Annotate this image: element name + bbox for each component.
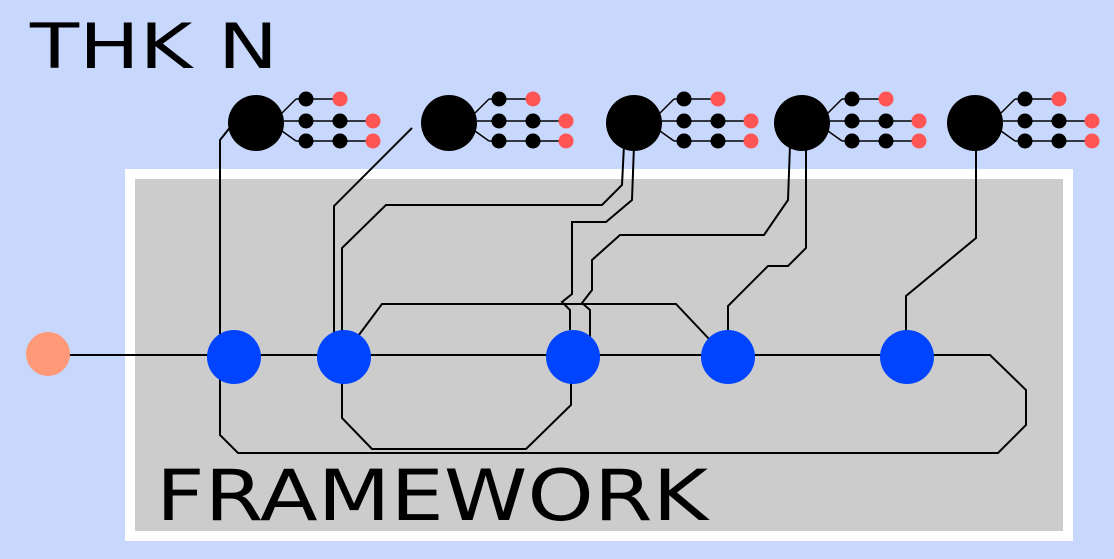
hub-dot — [491, 113, 507, 129]
wire-hub-4-b — [727, 145, 807, 355]
bus-node-1 — [207, 330, 261, 384]
hub-circle — [774, 95, 830, 151]
hub-connector — [827, 130, 843, 142]
hub-dot — [878, 133, 894, 149]
hub-connector — [281, 98, 297, 114]
diagram-title: THK N — [29, 10, 278, 83]
hub-connector — [474, 98, 490, 114]
hub-connector — [827, 98, 843, 114]
bus-node-3 — [546, 330, 600, 384]
hub-circle — [947, 95, 1003, 151]
hub-5 — [947, 91, 1100, 151]
hub-output-dot — [365, 133, 381, 149]
wire-hub-3-a — [341, 144, 625, 355]
hub-output-dot — [911, 113, 927, 129]
hub-connector — [1000, 98, 1016, 114]
hub-dot — [676, 91, 692, 107]
hub-dot — [1017, 91, 1033, 107]
hub-output-dot — [743, 133, 759, 149]
bus-node-4 — [701, 330, 755, 384]
wire-hub-5 — [905, 125, 977, 355]
bus-node-5 — [880, 330, 934, 384]
hub-group — [228, 91, 1100, 151]
hub-dot — [1051, 113, 1067, 129]
hub-output-dot — [878, 91, 894, 107]
hub-dot — [525, 133, 541, 149]
hub-output-dot — [710, 91, 726, 107]
hub-output-dot — [1084, 133, 1100, 149]
hub-output-dot — [332, 91, 348, 107]
hub-dot — [878, 113, 894, 129]
hub-dot — [676, 113, 692, 129]
hub-connector — [281, 130, 297, 142]
hub-output-dot — [911, 133, 927, 149]
hub-dot — [298, 113, 314, 129]
hub-output-dot — [365, 113, 381, 129]
hub-connector — [1000, 130, 1016, 142]
hub-dot — [298, 133, 314, 149]
bus-nodes — [207, 330, 934, 384]
input-node — [26, 332, 70, 376]
hub-dot — [676, 133, 692, 149]
hub-output-dot — [1084, 113, 1100, 129]
hub-dot — [491, 91, 507, 107]
lower-loop — [341, 355, 572, 450]
hub-circle — [228, 95, 284, 151]
hub-connector — [474, 130, 490, 142]
wire-hub-4-a — [580, 144, 791, 340]
hub-output-dot — [558, 133, 574, 149]
hub-dot — [332, 133, 348, 149]
bus-node-2 — [317, 330, 371, 384]
hub-circle — [421, 95, 477, 151]
wire-hub-3-b — [560, 144, 635, 330]
hub-connector — [659, 98, 675, 114]
hub-dot — [710, 133, 726, 149]
hub-1 — [228, 91, 381, 151]
hub-4 — [774, 91, 927, 151]
hub-dot — [844, 113, 860, 129]
upper-loop — [343, 303, 711, 356]
hub-dot — [1051, 133, 1067, 149]
hub-3 — [606, 91, 759, 151]
hub-dot — [844, 91, 860, 107]
hub-output-dot — [743, 113, 759, 129]
hub-dot — [710, 113, 726, 129]
wire-hub-2 — [333, 127, 413, 355]
hub-output-dot — [525, 91, 541, 107]
hub-dot — [1017, 113, 1033, 129]
hub-output-dot — [1051, 91, 1067, 107]
hub-dot — [844, 133, 860, 149]
bus-line — [48, 124, 1027, 454]
hub-dot — [1017, 133, 1033, 149]
hub-2 — [421, 91, 574, 151]
hub-connector — [659, 130, 675, 142]
hub-dot — [491, 133, 507, 149]
hub-dot — [298, 91, 314, 107]
wires — [48, 124, 1027, 454]
hub-dot — [525, 113, 541, 129]
hub-output-dot — [558, 113, 574, 129]
hub-dot — [332, 113, 348, 129]
framework-label: FRAMEWORK — [156, 455, 711, 537]
hub-circle — [606, 95, 662, 151]
